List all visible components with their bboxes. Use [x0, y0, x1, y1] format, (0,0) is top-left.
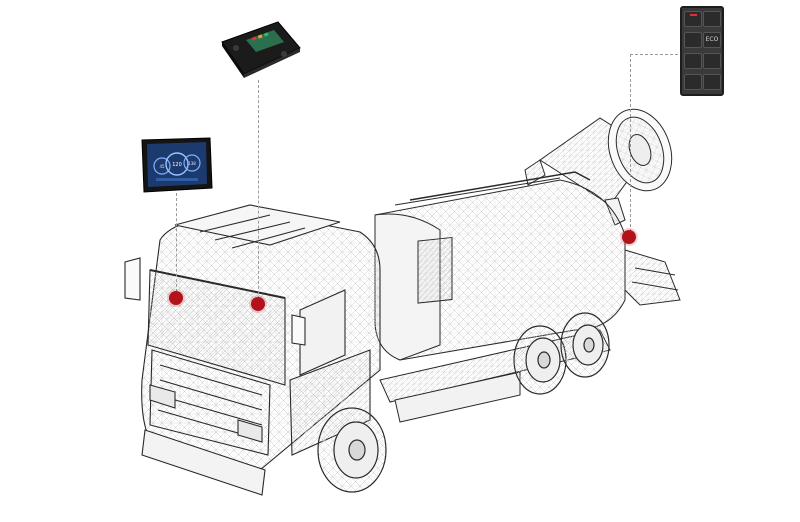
rear-wheel-1	[513, 325, 567, 395]
keypad-key-eco[interactable]: ECO	[703, 32, 721, 48]
leader-line-controller	[258, 80, 259, 304]
keypad-key-7[interactable]	[684, 74, 702, 90]
gauge-center-icon	[165, 152, 189, 176]
keypad-led-icon	[690, 14, 697, 16]
keypad-key-6[interactable]	[703, 53, 721, 69]
gauge-right-value: 138	[188, 161, 196, 166]
keypad-key-8[interactable]	[703, 74, 721, 90]
hotspot-windshield-right[interactable]	[251, 297, 265, 311]
gauge-right-icon	[183, 154, 201, 172]
hotspot-windshield-left[interactable]	[169, 291, 183, 305]
controller-screen	[246, 30, 284, 52]
switch-keypad[interactable]: ECO	[680, 6, 724, 96]
keypad-key-3[interactable]	[684, 32, 702, 48]
keypad-key-1[interactable]	[684, 11, 702, 27]
leader-line-keypad-horizontal	[630, 54, 678, 55]
front-wheel	[317, 407, 387, 493]
keypad-key-2[interactable]	[703, 11, 721, 27]
display-panel[interactable]: 45 120 138	[140, 136, 214, 194]
water-tank	[374, 171, 681, 361]
leader-line-display	[176, 193, 177, 297]
mist-cannon	[524, 108, 673, 226]
truck-cab	[124, 204, 381, 496]
gauge-left-value: 45	[159, 164, 165, 169]
controller-unit[interactable]	[218, 18, 304, 80]
gauge-center-value: 120	[172, 162, 182, 168]
rear-wheel-2	[560, 312, 610, 378]
hotspot-tank-rear[interactable]	[622, 230, 636, 244]
leader-line-keypad-vertical	[630, 54, 631, 237]
keypad-key-5[interactable]	[684, 53, 702, 69]
gauge-left-icon	[153, 157, 171, 175]
